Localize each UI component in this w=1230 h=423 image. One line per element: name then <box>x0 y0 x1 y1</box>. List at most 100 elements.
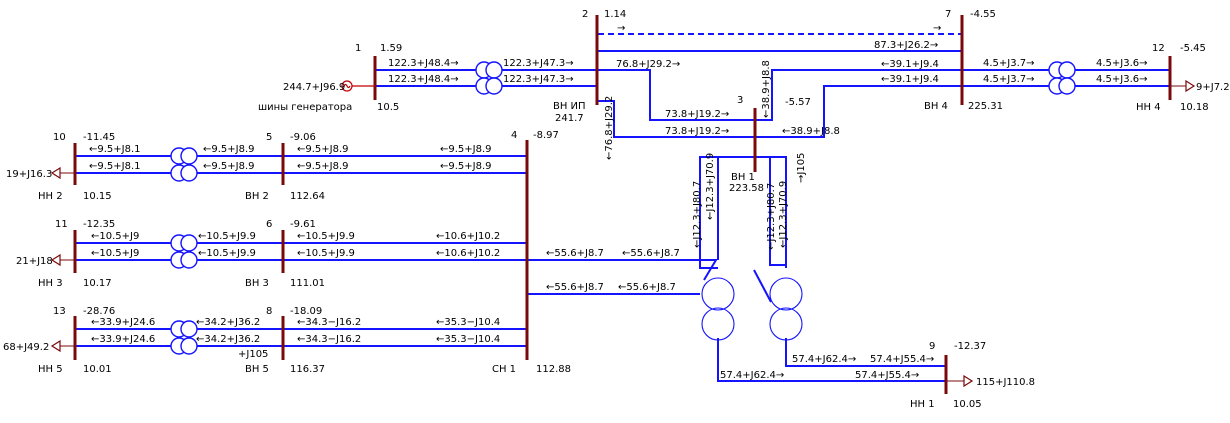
node-angle: -12.37 <box>954 341 986 352</box>
node-angle: -8.97 <box>533 130 559 141</box>
flow-label: →J105 <box>796 153 807 183</box>
node-angle: -18.09 <box>290 306 322 317</box>
node-name: СН 1 <box>492 364 516 375</box>
node-number: 2 <box>582 9 588 20</box>
flow-label: ←J12.3+J70.9 <box>778 181 789 248</box>
flow-label: 57.4+J55.4→ <box>855 370 919 381</box>
flow-label: ←9.5+J8.9 <box>297 144 349 155</box>
transformer-icon[interactable] <box>170 320 198 355</box>
node-name: шины генератора <box>258 102 352 113</box>
transformer-icon[interactable] <box>701 277 735 341</box>
node-number: 12 <box>1152 43 1165 54</box>
line-3-t1-b <box>717 156 755 260</box>
lines <box>75 33 1170 382</box>
flow-label: 57.4+J55.4→ <box>870 354 934 365</box>
node-angle: -12.35 <box>83 219 115 230</box>
line-7-3-b <box>755 85 962 138</box>
flow-label: ←9.5+J8.1 <box>89 161 141 172</box>
transformer-icon[interactable] <box>170 147 198 182</box>
flow-label: 57.4+J62.4→ <box>792 354 856 365</box>
flow-label: 73.8+J19.2→ <box>665 109 729 120</box>
load-nn5: 68+J49.2 <box>3 342 49 353</box>
load-arrow-icon <box>50 339 75 353</box>
flow-label: 122.3+J47.3→ <box>503 74 574 85</box>
transformer-icon[interactable] <box>1048 61 1076 95</box>
flow-label: ←9.5+J8.9 <box>203 144 255 155</box>
node-voltage: 112.88 <box>536 364 571 375</box>
node-name: ВН ИП <box>553 101 586 112</box>
line-2-3-a <box>598 69 755 121</box>
node-voltage: 10.5 <box>377 102 399 113</box>
flow-label: ←55.6+J8.7 <box>546 248 604 259</box>
node-number: 4 <box>511 130 517 141</box>
flow-label: ←39.1+J9.4 <box>881 59 939 70</box>
node-name: НН 5 <box>38 364 63 375</box>
node-number: 11 <box>55 219 68 230</box>
flow-label: ←34.3−J16.2 <box>297 317 361 328</box>
flow-label: 4.5+J3.6→ <box>1096 58 1148 69</box>
node-name: ВН 1 <box>731 172 755 183</box>
flow-label: ←10.5+J9.9 <box>297 231 355 242</box>
power-values: 244.7+J96.9 115+J110.8 9+J7.2 19+J16.3 2… <box>3 82 1230 388</box>
node-angle: -4.55 <box>970 9 996 20</box>
load-arrow-icon <box>1170 79 1196 93</box>
node-voltage: 223.58 <box>729 183 764 194</box>
flow-label: ←10.5+J9 <box>91 248 139 259</box>
node-number: 9 <box>929 341 935 352</box>
node-voltage: 116.37 <box>290 364 325 375</box>
flow-label: ←10.6+J10.2 <box>436 231 500 242</box>
line-7-3-a <box>755 69 962 121</box>
node-name: НН 2 <box>38 191 63 202</box>
node-number: 8 <box>266 306 272 317</box>
load-arrow-icon <box>50 253 75 267</box>
flow-label: ←34.2+J36.2 <box>196 317 260 328</box>
generator-icon[interactable] <box>341 80 375 92</box>
flow-label: ←9.5+J8.9 <box>203 161 255 172</box>
line-2-3-b <box>598 100 755 138</box>
flow-label: ←35.3−J10.4 <box>436 334 500 345</box>
line-t1-nn1-a <box>717 338 946 382</box>
flow-label: ←J12.3+J70.9 <box>705 153 716 220</box>
buses <box>73 15 1172 394</box>
flow-label: ←76.8+J29.2 <box>604 96 615 160</box>
load-arrow-icon <box>946 374 974 388</box>
transformer-icon[interactable] <box>170 234 198 269</box>
flow-label: ←33.9+J24.6 <box>91 317 155 328</box>
flow-labels: 122.3+J48.4→ 122.3+J48.4→ 122.3+J47.3→ 1… <box>89 23 1148 381</box>
node-name: НН 1 <box>910 399 935 410</box>
flow-label: 122.3+J48.4→ <box>388 74 459 85</box>
node-number: 1 <box>355 43 361 54</box>
node-voltage: 10.01 <box>83 364 112 375</box>
transformer-icon[interactable] <box>475 61 503 95</box>
flow-label: ←34.3−J16.2 <box>297 334 361 345</box>
flow-label: 73.8+J19.2→ <box>665 126 729 137</box>
node-angle: 1.14 <box>604 9 626 20</box>
flow-label: ←9.5+J8.9 <box>440 161 492 172</box>
load-nn2: 19+J16.3 <box>6 169 52 180</box>
flow-label: ←9.5+J8.9 <box>297 161 349 172</box>
flow-label: ←34.2+J36.2 <box>196 334 260 345</box>
load-nn3: 21+J18 <box>16 256 53 267</box>
flow-label: ←39.1+J9.4 <box>881 74 939 85</box>
node-name: ВН 4 <box>924 101 948 112</box>
flow-label: ←35.3−J10.4 <box>436 317 500 328</box>
flow-label: ←38.9+J8.8 <box>782 126 840 137</box>
node-voltage: 10.15 <box>83 191 112 202</box>
node-voltage: 111.01 <box>290 278 325 289</box>
flow-label: → <box>933 23 941 34</box>
line-sn-t1-a <box>527 259 718 281</box>
flow-label: ←55.6+J8.7 <box>546 282 604 293</box>
node-number: 3 <box>737 95 743 106</box>
node-angle: -11.45 <box>83 132 115 143</box>
node-name: ВН 5 <box>245 364 269 375</box>
node-angle: -5.45 <box>1180 43 1206 54</box>
flow-label: ←9.5+J8.1 <box>89 144 141 155</box>
node-angle: 1.59 <box>380 43 402 54</box>
load-nn4: 9+J7.2 <box>1196 82 1230 93</box>
flow-label: ←10.5+J9 <box>91 231 139 242</box>
transformer-icon[interactable] <box>769 277 803 341</box>
flow-label: ←10.5+J9.9 <box>198 248 256 259</box>
node-voltage: 10.18 <box>1180 102 1209 113</box>
